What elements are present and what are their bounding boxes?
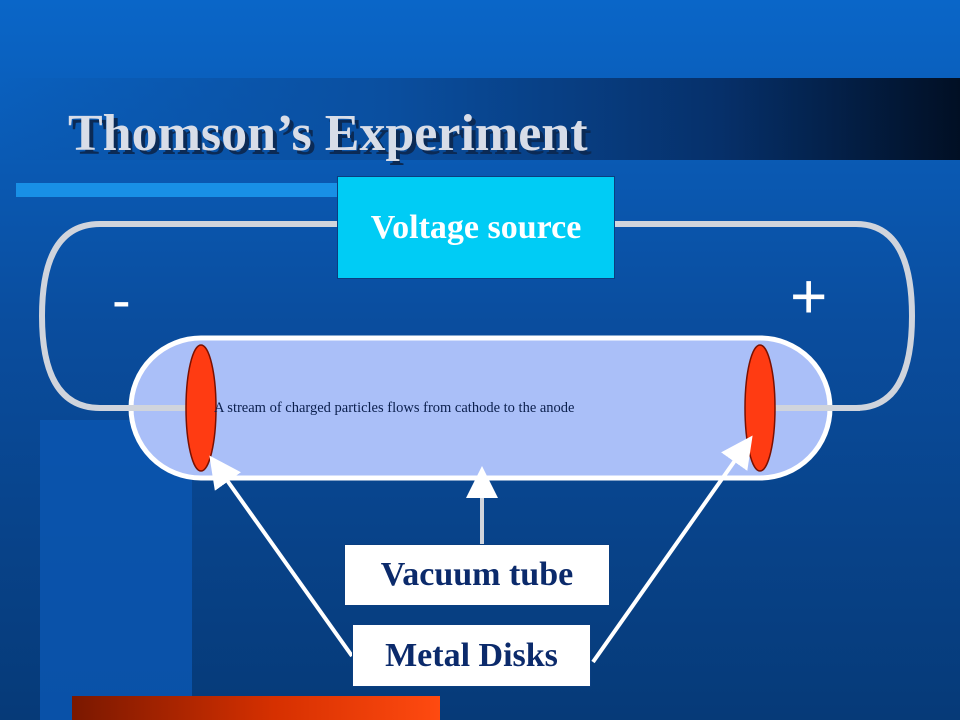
left-disk-arrow [209, 455, 354, 658]
slide-title: Thomson’s Experiment [68, 105, 588, 162]
bottom-accent-bar [72, 696, 440, 720]
title-background-bar [0, 78, 960, 160]
negative-terminal-sign: - [112, 268, 131, 331]
metal-disks-label-box: Metal Disks [352, 624, 591, 687]
metal-disks-label: Metal Disks [385, 636, 558, 674]
left-wire [38, 221, 337, 411]
voltage-source-label: Voltage source [370, 208, 582, 246]
vacuum-tube-label: Vacuum tube [380, 556, 574, 593]
right-wire [615, 221, 916, 411]
particle-stream-label: A stream of charged particles flows from… [214, 400, 575, 416]
voltage-source-box: Voltage source [337, 176, 615, 279]
positive-terminal-sign: + [790, 260, 828, 332]
cathode-disk [185, 344, 217, 472]
vacuum-tube-label-box: Vacuum tube [344, 544, 610, 606]
accent-stripe [16, 183, 356, 197]
right-disk-arrow [591, 435, 753, 664]
